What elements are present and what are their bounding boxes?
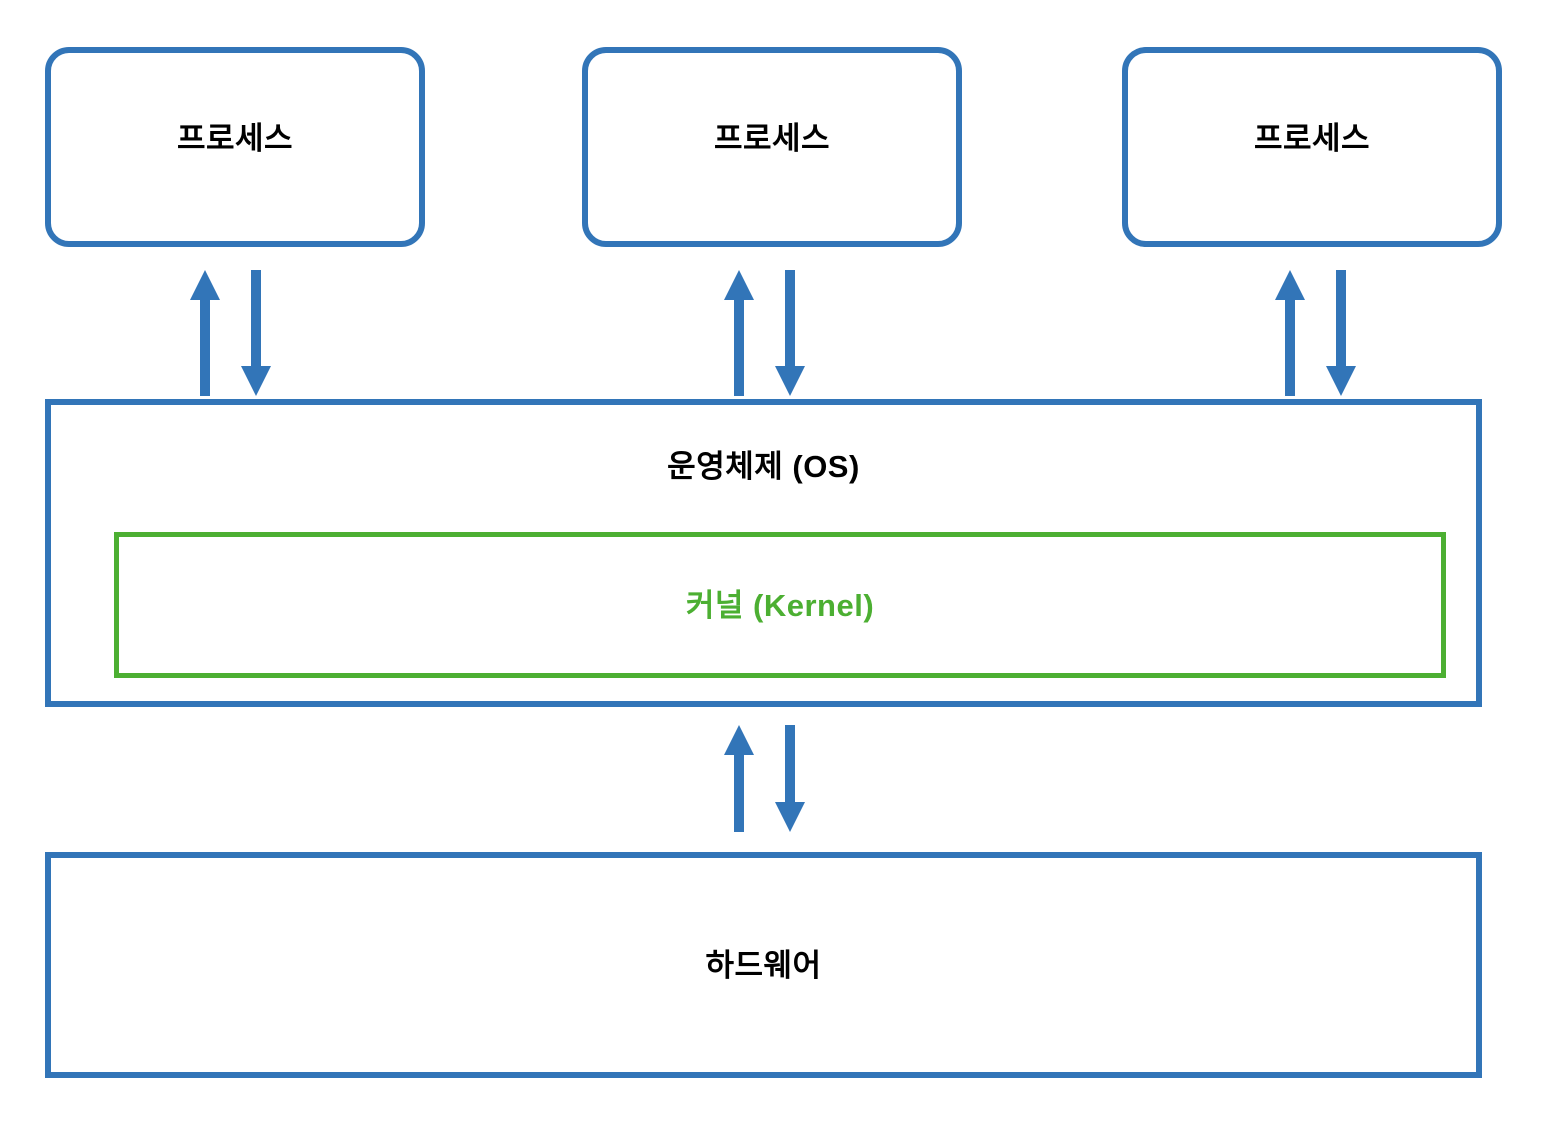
arrow-os-to-process-2-down-icon: [774, 270, 806, 396]
arrow-os-to-process-3-down-icon: [1325, 270, 1357, 396]
process-box-3-label: 프로세스: [1253, 120, 1371, 156]
arrow-hardware-to-os-up-icon: [723, 725, 755, 832]
kernel-box: 커널 (Kernel): [114, 532, 1446, 678]
process-box-1: 프로세스: [45, 47, 425, 247]
arrow-process-1-to-os-up-icon: [189, 270, 221, 396]
kernel-label: 커널 (Kernel): [685, 587, 875, 623]
hardware-label: 하드웨어: [705, 947, 822, 983]
arrow-process-3-to-os-up-icon: [1274, 270, 1306, 396]
arrow-os-to-hardware-down-icon: [774, 725, 806, 832]
process-box-1-label: 프로세스: [176, 120, 294, 156]
arrow-process-2-to-os-up-icon: [723, 270, 755, 396]
arrow-os-to-process-1-down-icon: [240, 270, 272, 396]
process-box-2-label: 프로세스: [713, 120, 831, 156]
process-box-3: 프로세스: [1122, 47, 1502, 247]
process-box-2: 프로세스: [582, 47, 962, 247]
hardware-box: 하드웨어: [45, 852, 1482, 1078]
operating-system-box: 운영체제 (OS) 커널 (Kernel): [45, 399, 1482, 707]
operating-system-label: 운영체제 (OS): [667, 449, 860, 484]
